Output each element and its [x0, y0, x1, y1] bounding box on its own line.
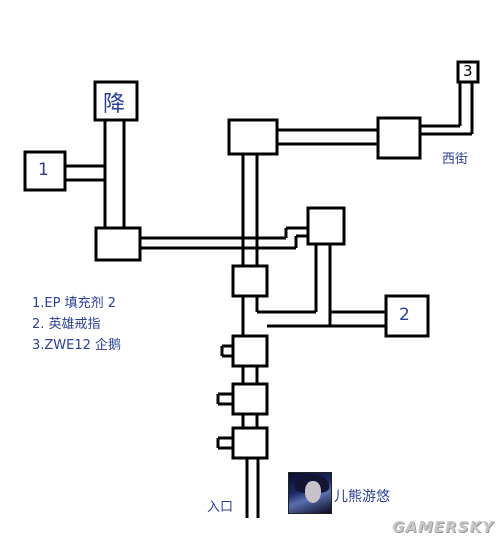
room-1: [23, 150, 67, 192]
west-street-label: 西街: [442, 152, 469, 167]
column-room-2: [231, 334, 269, 368]
room-3: [456, 60, 480, 84]
legend-item: 2. 英雄戒指: [32, 317, 101, 332]
author-avatar: [288, 472, 332, 514]
column-room-3: [231, 382, 269, 416]
junction-room-top: [227, 118, 279, 156]
room-2-label: 2: [399, 305, 410, 325]
author-name: 儿熊游悠: [334, 489, 390, 505]
room-2: [384, 294, 430, 338]
room-1-label: 1: [38, 160, 49, 180]
corridors: [65, 82, 474, 518]
gamersky-watermark: GAMERSKY: [392, 518, 494, 536]
room-descend: [93, 80, 139, 122]
column-room-4: [231, 426, 269, 460]
junction-room-left: [94, 226, 142, 262]
junction-room-west-street: [376, 116, 422, 160]
legend-item: 3.ZWE12 企鹅: [32, 338, 122, 353]
junction-room-middle: [306, 206, 346, 246]
item-legend: 1.EP 填充剂 2 2. 英雄戒指 3.ZWE12 企鹅: [32, 293, 121, 356]
room-descend-label: 降: [103, 92, 126, 117]
column-room-1: [231, 264, 269, 298]
entrance-label: 入口: [207, 500, 234, 515]
room-3-label: 3: [463, 62, 473, 80]
legend-item: 1.EP 填充剂 2: [32, 296, 116, 311]
